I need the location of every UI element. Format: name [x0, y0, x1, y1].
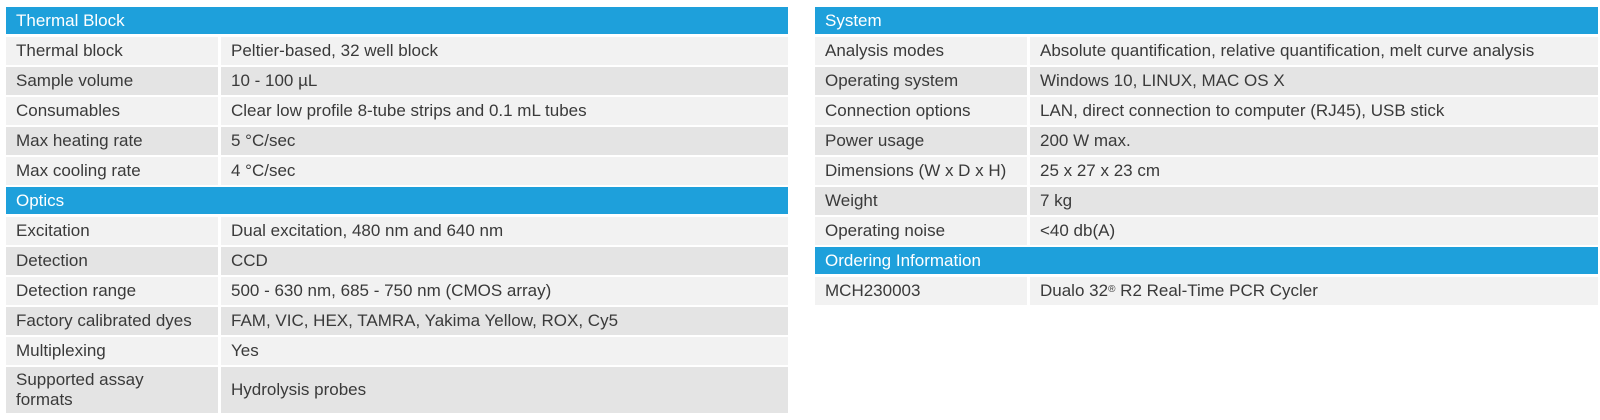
row-value: 200 W max.	[1030, 127, 1598, 155]
row-value: 500 - 630 nm, 685 - 750 nm (CMOS array)	[221, 277, 788, 305]
row-value: Absolute quantification, relative quanti…	[1030, 37, 1598, 65]
table-row: Operating noise <40 db(A)	[815, 217, 1598, 245]
product-name-suffix: R2 Real-Time PCR Cycler	[1115, 281, 1318, 300]
table-row: Factory calibrated dyes FAM, VIC, HEX, T…	[6, 307, 788, 335]
row-value: CCD	[221, 247, 788, 275]
row-label: Excitation	[6, 217, 218, 245]
table-row: Sample volume 10 - 100 µL	[6, 67, 788, 95]
row-label: Dimensions (W x D x H)	[815, 157, 1027, 185]
row-value: Clear low profile 8-tube strips and 0.1 …	[221, 97, 788, 125]
row-value: 5 °C/sec	[221, 127, 788, 155]
row-value: 25 x 27 x 23 cm	[1030, 157, 1598, 185]
table-row: Analysis modes Absolute quantification, …	[815, 37, 1598, 65]
section-header-optics: Optics	[6, 187, 788, 214]
row-label: Weight	[815, 187, 1027, 215]
table-row: Consumables Clear low profile 8-tube str…	[6, 97, 788, 125]
table-row: Power usage 200 W max.	[815, 127, 1598, 155]
row-value: Peltier-based, 32 well block	[221, 37, 788, 65]
table-row: Detection range 500 - 630 nm, 685 - 750 …	[6, 277, 788, 305]
row-label: Sample volume	[6, 67, 218, 95]
row-label: Max cooling rate	[6, 157, 218, 185]
row-label: Operating system	[815, 67, 1027, 95]
table-row: Thermal block Peltier-based, 32 well blo…	[6, 37, 788, 65]
table-row: Weight 7 kg	[815, 187, 1598, 215]
table-row: Connection options LAN, direct connectio…	[815, 97, 1598, 125]
row-value: Dual excitation, 480 nm and 640 nm	[221, 217, 788, 245]
row-label: Power usage	[815, 127, 1027, 155]
table-row: Multiplexing Yes	[6, 337, 788, 365]
row-label: Detection	[6, 247, 218, 275]
product-name-prefix: Dualo 32	[1040, 281, 1109, 300]
section-header-system: System	[815, 7, 1598, 34]
row-label: Detection range	[6, 277, 218, 305]
table-row: Max cooling rate 4 °C/sec	[6, 157, 788, 185]
row-value: 4 °C/sec	[221, 157, 788, 185]
table-row: Dimensions (W x D x H) 25 x 27 x 23 cm	[815, 157, 1598, 185]
row-label: Operating noise	[815, 217, 1027, 245]
row-value: LAN, direct connection to computer (RJ45…	[1030, 97, 1598, 125]
row-label: MCH230003	[815, 277, 1027, 305]
row-label: Thermal block	[6, 37, 218, 65]
row-value: FAM, VIC, HEX, TAMRA, Yakima Yellow, ROX…	[221, 307, 788, 335]
row-value: 10 - 100 µL	[221, 67, 788, 95]
section-header-thermal-block: Thermal Block	[6, 7, 788, 34]
left-spec-panel: Thermal Block Thermal block Peltier-base…	[6, 7, 788, 415]
row-value: Hydrolysis probes	[221, 367, 788, 413]
row-label: Multiplexing	[6, 337, 218, 365]
row-label: Max heating rate	[6, 127, 218, 155]
row-value: Dualo 32® R2 Real-Time PCR Cycler	[1030, 277, 1598, 305]
table-row: Detection CCD	[6, 247, 788, 275]
table-row: Operating system Windows 10, LINUX, MAC …	[815, 67, 1598, 95]
row-value: Yes	[221, 337, 788, 365]
right-spec-panel: System Analysis modes Absolute quantific…	[815, 7, 1598, 307]
table-row: Excitation Dual excitation, 480 nm and 6…	[6, 217, 788, 245]
table-row: MCH230003 Dualo 32® R2 Real-Time PCR Cyc…	[815, 277, 1598, 305]
row-value: Windows 10, LINUX, MAC OS X	[1030, 67, 1598, 95]
row-label: Supported assay formats	[6, 367, 218, 413]
row-label: Analysis modes	[815, 37, 1027, 65]
row-value: 7 kg	[1030, 187, 1598, 215]
row-label: Connection options	[815, 97, 1027, 125]
section-header-ordering-information: Ordering Information	[815, 247, 1598, 274]
table-row: Supported assay formats Hydrolysis probe…	[6, 367, 788, 413]
row-label: Factory calibrated dyes	[6, 307, 218, 335]
table-row: Max heating rate 5 °C/sec	[6, 127, 788, 155]
row-value: <40 db(A)	[1030, 217, 1598, 245]
row-label: Consumables	[6, 97, 218, 125]
